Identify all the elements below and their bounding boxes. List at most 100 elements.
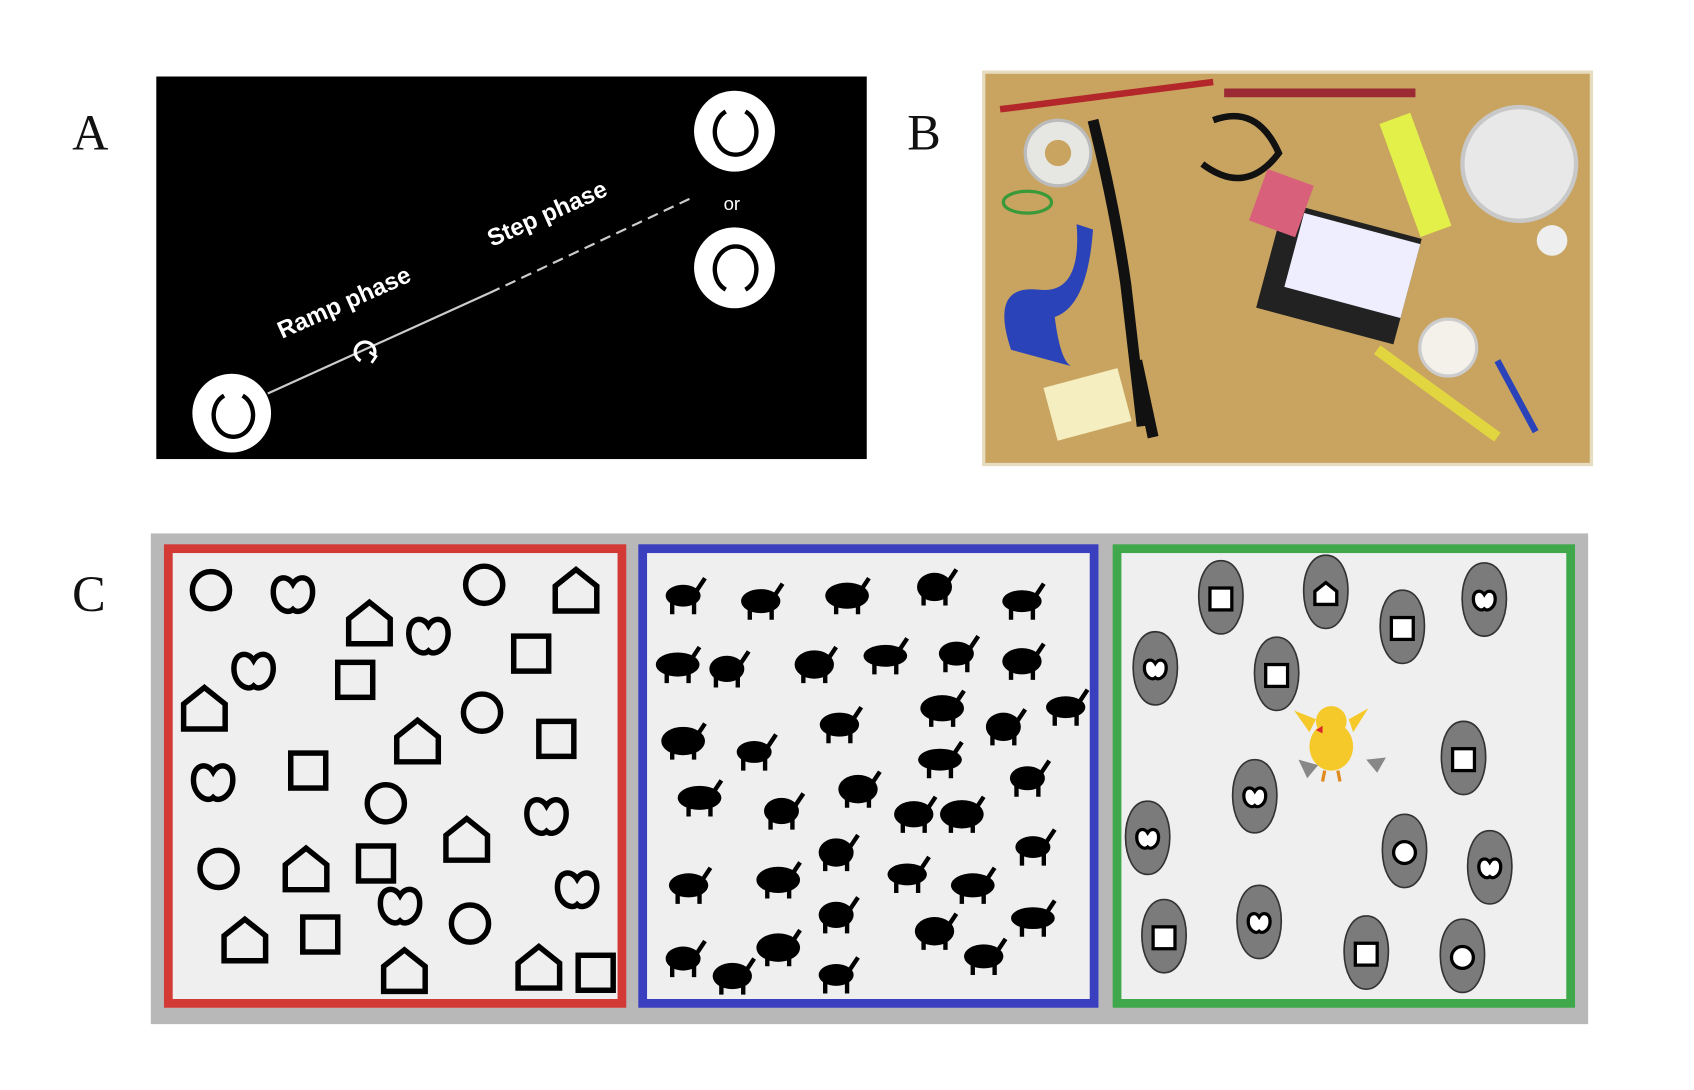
rotation-icon bbox=[353, 340, 378, 364]
animal-silhouette-icon bbox=[920, 689, 966, 727]
egg-square-icon bbox=[1440, 720, 1487, 796]
house-shape bbox=[345, 598, 393, 647]
house-shape bbox=[282, 844, 330, 893]
heart-shape bbox=[1142, 658, 1168, 681]
animal-silhouette-icon bbox=[863, 637, 910, 675]
panel-b-photo bbox=[982, 70, 1594, 467]
house-shape bbox=[380, 946, 428, 995]
animal-silhouette-icon bbox=[1046, 688, 1090, 726]
house-shape bbox=[180, 683, 228, 732]
animal-silhouette-icon bbox=[1009, 759, 1052, 797]
step-dashed-line bbox=[489, 195, 695, 294]
egg-circle-icon bbox=[1439, 918, 1486, 994]
heart-shape bbox=[1135, 827, 1161, 850]
rubber-band bbox=[1001, 189, 1054, 215]
animal-silhouette-icon bbox=[818, 833, 860, 872]
panel-label-c: C bbox=[72, 566, 106, 622]
egg-heart-icon bbox=[1466, 829, 1513, 905]
cable-coil bbox=[1200, 113, 1283, 182]
animal-silhouette-icon bbox=[818, 956, 860, 994]
white-tape bbox=[1418, 317, 1479, 378]
egg-house-icon bbox=[1302, 554, 1349, 630]
heart-shape bbox=[1242, 786, 1268, 809]
egg-circle-icon bbox=[1381, 813, 1428, 889]
square-shape bbox=[1389, 615, 1415, 642]
animal-silhouette-icon bbox=[918, 740, 964, 779]
animal-silhouette-icon bbox=[794, 645, 838, 684]
heart-shape bbox=[1477, 857, 1503, 880]
animal-silhouette-icon bbox=[950, 866, 997, 904]
square-shape bbox=[575, 952, 616, 993]
egg-heart-icon bbox=[1124, 800, 1171, 876]
circle-shape bbox=[460, 691, 504, 734]
sticky-notes bbox=[1043, 368, 1132, 441]
circle-shape bbox=[1391, 839, 1418, 866]
house-shape bbox=[552, 565, 600, 614]
square-shape bbox=[335, 659, 376, 701]
animal-silhouette-icon bbox=[1011, 899, 1057, 937]
chick-icon bbox=[1294, 706, 1386, 782]
animal-silhouette-icon bbox=[655, 645, 702, 684]
mug bbox=[1460, 104, 1579, 223]
circle-shape bbox=[189, 568, 233, 612]
square-shape bbox=[510, 633, 552, 674]
square-shape bbox=[355, 843, 397, 884]
circle-shape bbox=[462, 563, 506, 607]
animal-silhouette-icon bbox=[825, 576, 871, 615]
animal-silhouette-icon bbox=[756, 861, 802, 899]
square-shape bbox=[1450, 747, 1477, 773]
egg-square-icon bbox=[1253, 636, 1300, 712]
heart-shape bbox=[231, 651, 276, 691]
scissors bbox=[1004, 224, 1093, 367]
heart-shape bbox=[377, 886, 423, 926]
egg-square-icon bbox=[1197, 559, 1244, 635]
panel-label-a: A bbox=[72, 105, 108, 161]
target-top-icon bbox=[694, 90, 775, 172]
heart-shape bbox=[1246, 912, 1272, 934]
square-shape bbox=[1208, 586, 1234, 612]
animal-silhouette-icon bbox=[838, 770, 882, 808]
start-target-icon bbox=[192, 373, 272, 453]
animal-silhouette-icon bbox=[709, 650, 751, 688]
animal-silhouette-icon bbox=[819, 705, 864, 744]
screwdriver bbox=[1373, 345, 1501, 442]
animal-silhouette-icon bbox=[894, 795, 938, 833]
animal-silhouette-icon bbox=[661, 722, 707, 760]
target-bottom-icon bbox=[694, 227, 775, 309]
animal-silhouette-icon bbox=[985, 708, 1028, 746]
square-shape bbox=[1353, 941, 1379, 967]
egg-square-icon bbox=[1343, 915, 1390, 990]
pink-package bbox=[1248, 169, 1314, 238]
marker bbox=[1131, 359, 1159, 439]
square-shape bbox=[300, 914, 341, 955]
circle-shape bbox=[197, 847, 240, 891]
house-shape bbox=[1313, 580, 1339, 607]
or-label: or bbox=[724, 193, 741, 214]
animal-silhouette-icon bbox=[964, 937, 1008, 975]
animal-silhouette-icon bbox=[668, 866, 713, 904]
animal-silhouette-icon bbox=[887, 855, 931, 893]
heart-shape bbox=[270, 575, 316, 615]
house-shape bbox=[443, 815, 491, 863]
square-shape bbox=[536, 718, 577, 760]
animal-silhouette-icon bbox=[677, 779, 724, 817]
animal-silhouette-icon bbox=[1002, 642, 1046, 680]
cable bbox=[1087, 118, 1148, 427]
bottle bbox=[1536, 225, 1568, 256]
house-shape bbox=[515, 943, 563, 991]
animal-silhouette-icon bbox=[665, 576, 707, 615]
animal-silhouette-icon bbox=[764, 792, 806, 830]
circle-shape bbox=[1449, 944, 1476, 971]
animal-silhouette-icon bbox=[741, 582, 785, 620]
animal-silhouette-icon bbox=[756, 928, 802, 967]
square-shape bbox=[1264, 662, 1290, 689]
animal-silhouette-icon bbox=[939, 795, 986, 833]
panel-c bbox=[150, 533, 1589, 1025]
animal-silhouette-icon bbox=[938, 634, 981, 673]
heart-shape bbox=[524, 797, 569, 836]
animal-silhouette-icon bbox=[917, 568, 959, 606]
animal-silhouette-icon bbox=[914, 912, 959, 950]
animal-silhouette-icon bbox=[712, 957, 756, 995]
animal-silhouette-icon bbox=[1002, 582, 1046, 620]
